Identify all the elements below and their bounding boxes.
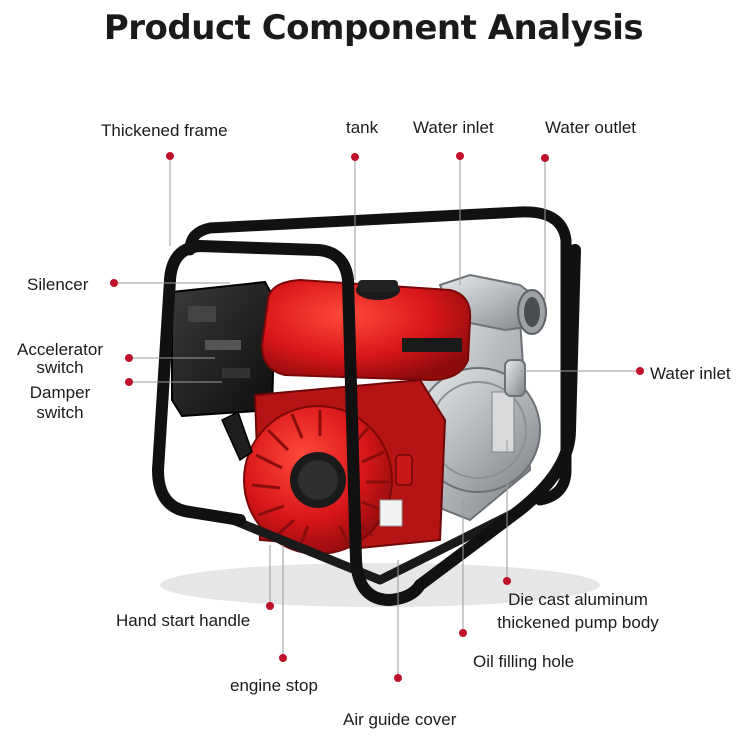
- label-damper-line2: switch: [36, 403, 84, 422]
- marker-air-guide: [394, 674, 402, 682]
- label-die-cast-line1: Die cast aluminum: [508, 590, 648, 609]
- marker-accelerator: [125, 354, 133, 362]
- label-air-guide-cover: Air guide cover: [343, 710, 457, 729]
- marker-damper: [125, 378, 133, 386]
- page-title: Product Component Analysis: [103, 8, 644, 48]
- frame-left-vertical: [152, 274, 246, 526]
- frame-front: [164, 240, 581, 606]
- marker-water-inlet-top: [456, 152, 464, 160]
- hand-start-handle: [221, 410, 253, 462]
- marker-water-outlet: [541, 154, 549, 162]
- marker-silencer: [110, 279, 118, 287]
- fuel-tank: [260, 278, 472, 382]
- callout-lines: [114, 156, 640, 678]
- oil-cap: [395, 454, 413, 486]
- throttle-lever: [222, 368, 250, 378]
- marker-engine-stop: [279, 654, 287, 662]
- marker-hand-start: [266, 602, 274, 610]
- marker-thickened-frame: [166, 152, 174, 160]
- marker-tank: [351, 153, 359, 161]
- label-oil-filling-hole: Oil filling hole: [473, 652, 575, 671]
- callout-markers: [110, 152, 644, 682]
- label-tank: tank: [346, 118, 379, 137]
- water-inlet-pipe: [504, 359, 526, 397]
- warning-label: [379, 499, 403, 527]
- label-damper-line1: Damper: [29, 383, 91, 402]
- frame-back: [184, 206, 572, 506]
- label-water-outlet: Water outlet: [545, 118, 637, 137]
- label-engine-stop: engine stop: [230, 676, 318, 695]
- marker-water-inlet-right: [636, 367, 644, 375]
- marker-die-cast: [503, 577, 511, 585]
- label-accelerator-line1: Accelerator: [17, 340, 103, 359]
- label-water-inlet-right: Water inlet: [650, 364, 731, 383]
- label-accelerator-line2: switch: [36, 358, 84, 377]
- label-hand-start-handle: Hand start handle: [116, 611, 251, 630]
- label-silencer: Silencer: [27, 275, 89, 294]
- label-water-inlet-top: Water inlet: [413, 118, 494, 137]
- marker-oil-filling: [459, 629, 467, 637]
- label-die-cast-line2: thickened pump body: [497, 613, 659, 632]
- base-rail: [226, 505, 523, 585]
- label-thickened-frame: Thickened frame: [101, 121, 228, 140]
